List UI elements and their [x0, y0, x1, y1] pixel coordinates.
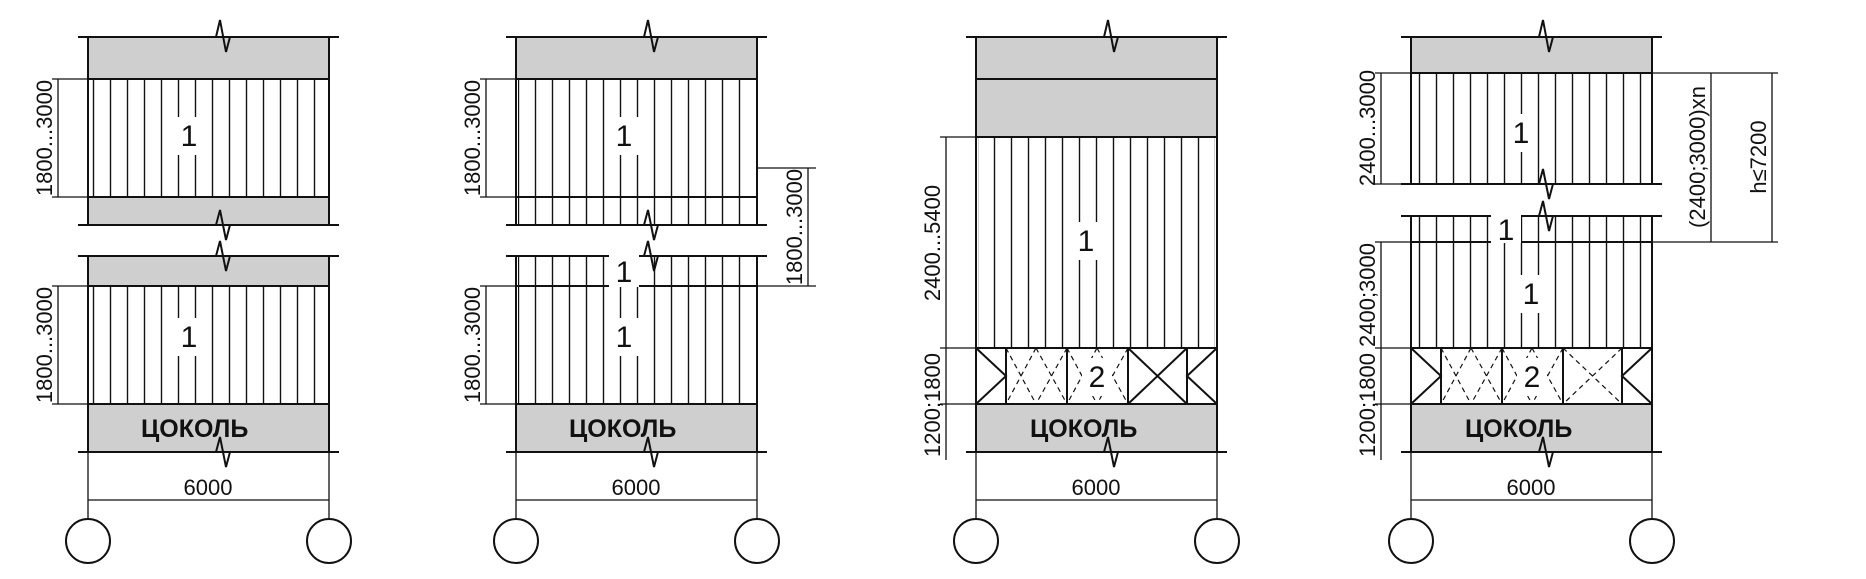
plinth-band [1410, 403, 1653, 453]
label-bg [1517, 358, 1547, 396]
span-label: 6000 [1072, 475, 1121, 500]
dim-label: 1200;1800 [1355, 353, 1380, 457]
window-cross [1185, 347, 1218, 405]
window-cross [1470, 347, 1503, 405]
break-line [966, 436, 1227, 468]
panel-label: 1 [1513, 117, 1530, 150]
label-bg [1491, 215, 1521, 243]
grid-axis-marker [953, 518, 999, 564]
dim-label: (2400;3000)xn [1685, 86, 1710, 228]
window-cross [1096, 347, 1129, 405]
span-label: 6000 [1507, 475, 1556, 500]
dim-label: 1800...3000 [460, 287, 485, 403]
panel-ribs [90, 286, 327, 404]
span-label: 6000 [612, 475, 661, 500]
dim-label: 1800...3000 [32, 287, 57, 403]
window-cross [1410, 347, 1443, 405]
diagram-d: 1 1 1 2 ЦОКОЛЬ 2400...3000 2400;3000 120… [1355, 19, 1778, 564]
dim-label: 1200;1800 [920, 353, 945, 457]
panel-label: 1 [616, 120, 633, 153]
diagram-a: 1 1 ЦОКОЛЬ 1800...3000 1800...3000 6000 [32, 19, 352, 564]
label-bg [1506, 114, 1536, 152]
window-cross [1035, 347, 1068, 405]
top-band [515, 36, 758, 80]
panel-label: 1 [1498, 214, 1515, 247]
grid-axis-marker [65, 518, 111, 564]
label-bg [174, 117, 204, 155]
plinth-label: ЦОКОЛЬ [569, 415, 676, 443]
panel-label: 2 [1089, 361, 1106, 394]
middle-band [87, 196, 330, 226]
dim-label: 1800...3000 [32, 80, 57, 196]
window-cross [1127, 347, 1188, 405]
grid-axis-marker [734, 518, 780, 564]
window-cross [1531, 347, 1564, 405]
break-line [966, 19, 1227, 53]
dim-label: 2400...3000 [1355, 70, 1380, 186]
panel-label: 1 [1078, 225, 1095, 258]
window-cross [1005, 347, 1037, 405]
label-bg [609, 318, 639, 356]
panel-label: 1 [181, 321, 198, 354]
break-line [1401, 168, 1662, 200]
label-bg [609, 117, 639, 155]
break-line [506, 209, 767, 241]
label-bg [1082, 358, 1112, 396]
diagram-b: 1 1 1 ЦОКОЛЬ 1800...3000 1800...3000 180… [460, 19, 816, 564]
window-cross [1531, 347, 1564, 405]
window-cross [1620, 347, 1653, 405]
top-band [975, 36, 1218, 80]
dim-label: h≤7200 [1746, 120, 1771, 193]
label-bg [174, 318, 204, 356]
panel-ribs [90, 79, 327, 197]
dim-label: 2400...5400 [920, 185, 945, 301]
plinth-label: ЦОКОЛЬ [141, 415, 248, 443]
panel-label: 1 [181, 120, 198, 153]
break-line [506, 436, 767, 468]
grid-axis-marker [1629, 518, 1675, 564]
dim-label: 1800...3000 [460, 80, 485, 196]
dim-label: 1800...3000 [782, 169, 807, 285]
window-cross [1096, 347, 1129, 405]
break-line [78, 436, 339, 468]
label-bg [1516, 275, 1546, 313]
window-cross [1035, 347, 1068, 405]
span-label: 6000 [184, 475, 233, 500]
panel-label: 1 [1523, 278, 1540, 311]
window-cross [1440, 347, 1472, 405]
panel-label: 1 [616, 321, 633, 354]
panel-label: 1 [616, 256, 633, 289]
plinth-band [975, 403, 1218, 453]
plinth-label: ЦОКОЛЬ [1465, 415, 1572, 443]
top-band [87, 36, 330, 80]
break-line [506, 19, 767, 53]
grid-axis-marker [306, 518, 352, 564]
break-line [1401, 19, 1662, 53]
top-band [975, 78, 1218, 138]
grid-axis-marker [1388, 518, 1434, 564]
window-cross [1470, 347, 1503, 405]
label-bg [609, 255, 639, 287]
dim-label: 2400;3000 [1355, 243, 1380, 347]
diagram-c: 1 2 ЦОКОЛЬ 2400...5400 1200;1800 6000 [920, 19, 1240, 564]
break-line [78, 209, 339, 241]
top-band [1410, 36, 1653, 74]
middle-band [87, 255, 330, 287]
break-line [78, 240, 339, 272]
plinth-band [515, 403, 758, 453]
plinth-label: ЦОКОЛЬ [1030, 415, 1137, 443]
label-bg [1071, 222, 1101, 260]
window-cross [975, 347, 1008, 405]
panel-label: 2 [1524, 361, 1541, 394]
window-cross [1562, 347, 1623, 405]
grid-axis-marker [1194, 518, 1240, 564]
break-line [1401, 436, 1662, 468]
grid-axis-marker [493, 518, 539, 564]
break-line [78, 19, 339, 53]
